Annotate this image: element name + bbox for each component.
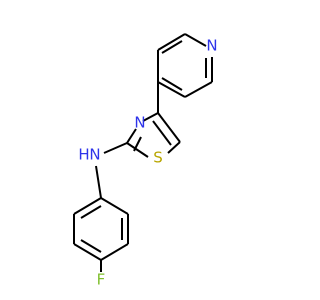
bond-phenyl-c3-c4 (100, 243, 129, 261)
bond-phenyl-c4-c5 (73, 243, 102, 261)
amine-hydrogen-label: H (78, 146, 89, 164)
bonds (73, 33, 213, 272)
atom-labels: N N S H N F (78, 37, 217, 289)
bond-pyridine-c2-c3-inner (161, 40, 183, 54)
pyridine-nitrogen-label: N (206, 37, 217, 55)
bond-thiazole-c5-s (167, 141, 181, 154)
bond-phenyl-c4-c5-inner (80, 239, 102, 253)
fluorine-label: F (97, 271, 106, 289)
bond-thiazole-n3-c4 (142, 112, 159, 122)
bond-phenyl-c6-c1-inner (80, 205, 102, 219)
bond-thiazole-c2-n3 (126, 128, 137, 144)
bond-pyridine-c4-c5-inner (161, 77, 183, 91)
bond-thiazole-c4-c5 (157, 112, 181, 143)
bond-thiazole-c4-c5-inner (152, 120, 172, 146)
amine-nitrogen-label: N (89, 146, 100, 164)
bond-thiazole-to-amine (103, 142, 128, 154)
thiazole-sulfur-label: S (153, 149, 163, 167)
bond-thiazole-s-c2 (126, 142, 149, 158)
bond-pyridine-c2-c3 (157, 33, 186, 51)
chemical-structure-diagram: N N S H N F (73, 33, 218, 289)
bond-thiazole-c2-n3-inner (133, 136, 142, 152)
bond-pyridine-n-c2 (184, 33, 207, 47)
bond-phenyl-c6-c1 (73, 197, 102, 215)
bond-phenyl-c1-c2 (100, 197, 129, 215)
thiazole-nitrogen-label: N (134, 114, 145, 132)
bond-pyridine-c5-c6 (184, 81, 213, 98)
bond-pyridine-c4-c5 (157, 81, 186, 98)
bond-amine-to-phenyl (95, 165, 102, 199)
